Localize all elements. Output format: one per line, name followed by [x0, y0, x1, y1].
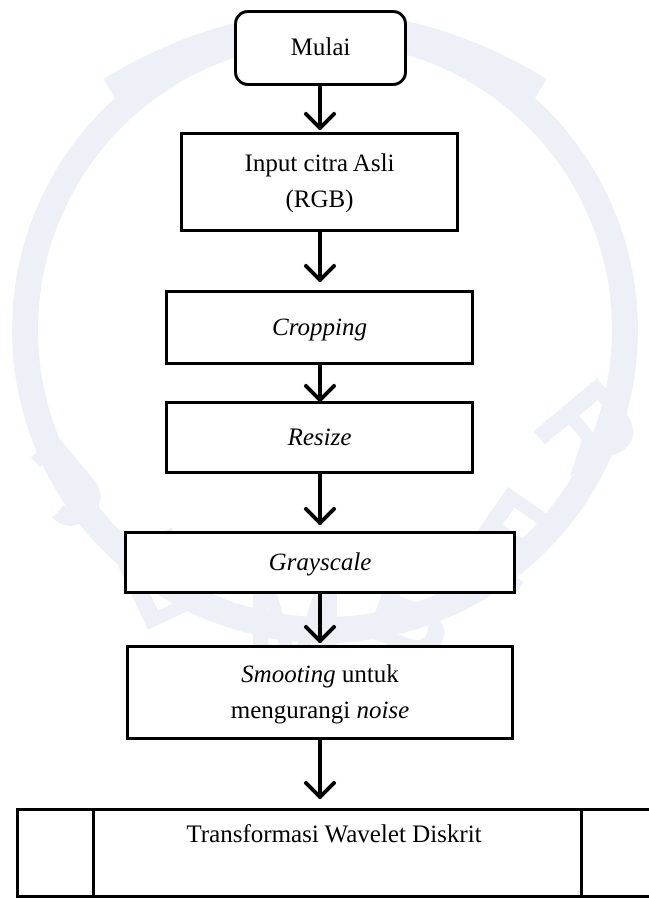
arrow-cropping-to-resize — [304, 363, 336, 402]
dwt-predefined-process: Transformasi Wavelet Diskrit — [16, 808, 649, 898]
noise-term: noise — [356, 696, 410, 724]
smoothing-text-2: mengurangi — [230, 696, 357, 724]
dwt-right-divider — [580, 811, 583, 895]
start-terminal: Mulai — [234, 10, 407, 86]
resize-label: Resize — [287, 423, 352, 451]
arrow-start-to-input — [304, 84, 336, 130]
cropping-process: Cropping — [165, 290, 474, 365]
dwt-label: Transformasi Wavelet Diskrit — [186, 821, 482, 848]
start-label: Mulai — [290, 34, 351, 61]
input-line2: (RGB) — [285, 186, 354, 213]
cropping-label: Cropping — [272, 313, 367, 341]
smoothing-process: Smooting untuk mengurangi noise — [126, 645, 514, 740]
smoothing-text: untuk — [335, 660, 399, 688]
grayscale-label: Grayscale — [268, 548, 372, 576]
dwt-left-divider — [92, 811, 95, 895]
arrow-smoothing-to-dwt — [304, 738, 336, 799]
smoothing-line1: Smooting untuk — [231, 657, 409, 693]
resize-process: Resize — [165, 401, 474, 474]
input-process: Input citra Asli (RGB) — [180, 132, 459, 232]
smoothing-line2: mengurangi noise — [231, 693, 409, 729]
arrow-grayscale-to-smoothing — [304, 592, 336, 643]
arrow-input-to-cropping — [304, 230, 336, 282]
flow-arrows — [304, 84, 336, 799]
smoothing-term: Smooting — [241, 660, 336, 688]
arrow-resize-to-grayscale — [304, 472, 336, 525]
grayscale-process: Grayscale — [124, 531, 516, 594]
input-line1: Input citra Asli — [244, 150, 395, 177]
